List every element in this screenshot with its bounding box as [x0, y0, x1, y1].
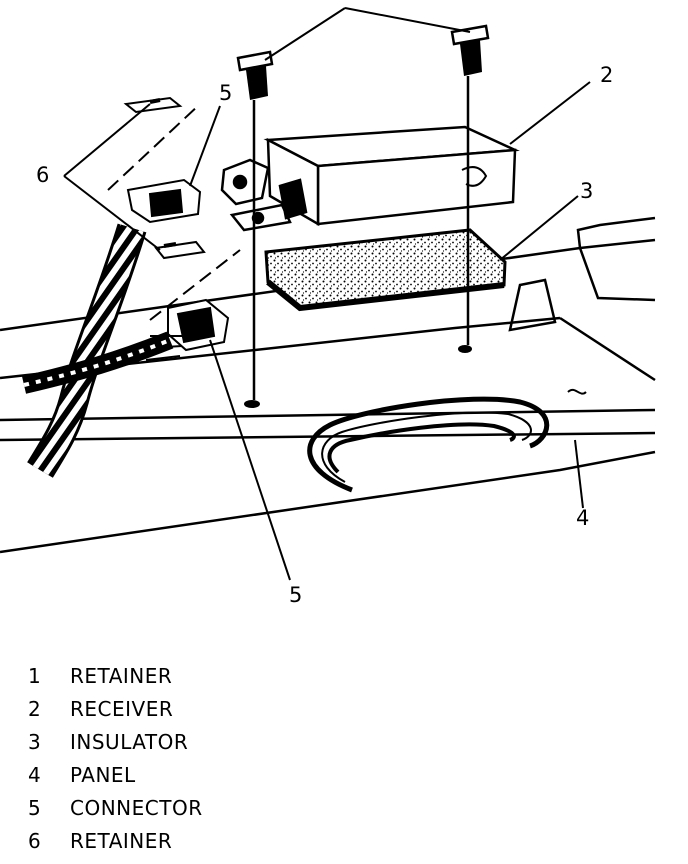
speaker-opening [307, 396, 550, 493]
legend-label: INSULATOR [70, 730, 189, 754]
legend-item: 3 INSULATOR [28, 726, 203, 759]
legend-item: 5 CONNECTOR [28, 792, 203, 825]
legend-number: 6 [28, 829, 41, 853]
legend-item: 4 PANEL [28, 759, 203, 792]
connector-top [126, 178, 202, 224]
legend-number: 4 [28, 763, 41, 787]
legend-number: 3 [28, 730, 41, 754]
legend-label: CONNECTOR [70, 796, 203, 820]
insulator-pad [264, 228, 507, 312]
guide-lines [107, 103, 241, 321]
retainer-left [236, 50, 274, 408]
legend-number: 5 [28, 796, 41, 820]
legend-label: PANEL [70, 763, 136, 787]
callout-insulator: 3 [580, 179, 593, 203]
callout-panel: 4 [576, 506, 589, 530]
retainer-clips [123, 96, 206, 260]
legend-label: RETAINER [70, 829, 173, 853]
exploded-view-diagram: 2 3 4 5 5 6 [0, 7, 656, 607]
legend-number: 1 [28, 664, 41, 688]
leader-lines [63, 7, 591, 581]
receiver-module [220, 125, 520, 232]
callout-retainer-left: 6 [36, 163, 49, 187]
callout-receiver: 2 [600, 63, 613, 87]
rear-panel [0, 216, 656, 554]
legend-item: 6 RETAINER [28, 825, 203, 858]
legend-item: 1 RETAINER [28, 660, 203, 693]
wire-harness [21, 223, 174, 478]
legend-label: RECEIVER [70, 697, 174, 721]
legend-item: 2 RECEIVER [28, 693, 203, 726]
connector-bottom [145, 298, 230, 361]
callout-connector-bottom: 5 [289, 583, 302, 607]
callout-connector-top: 5 [219, 81, 232, 105]
legend-label: RETAINER [70, 664, 173, 688]
legend-number: 2 [28, 697, 41, 721]
